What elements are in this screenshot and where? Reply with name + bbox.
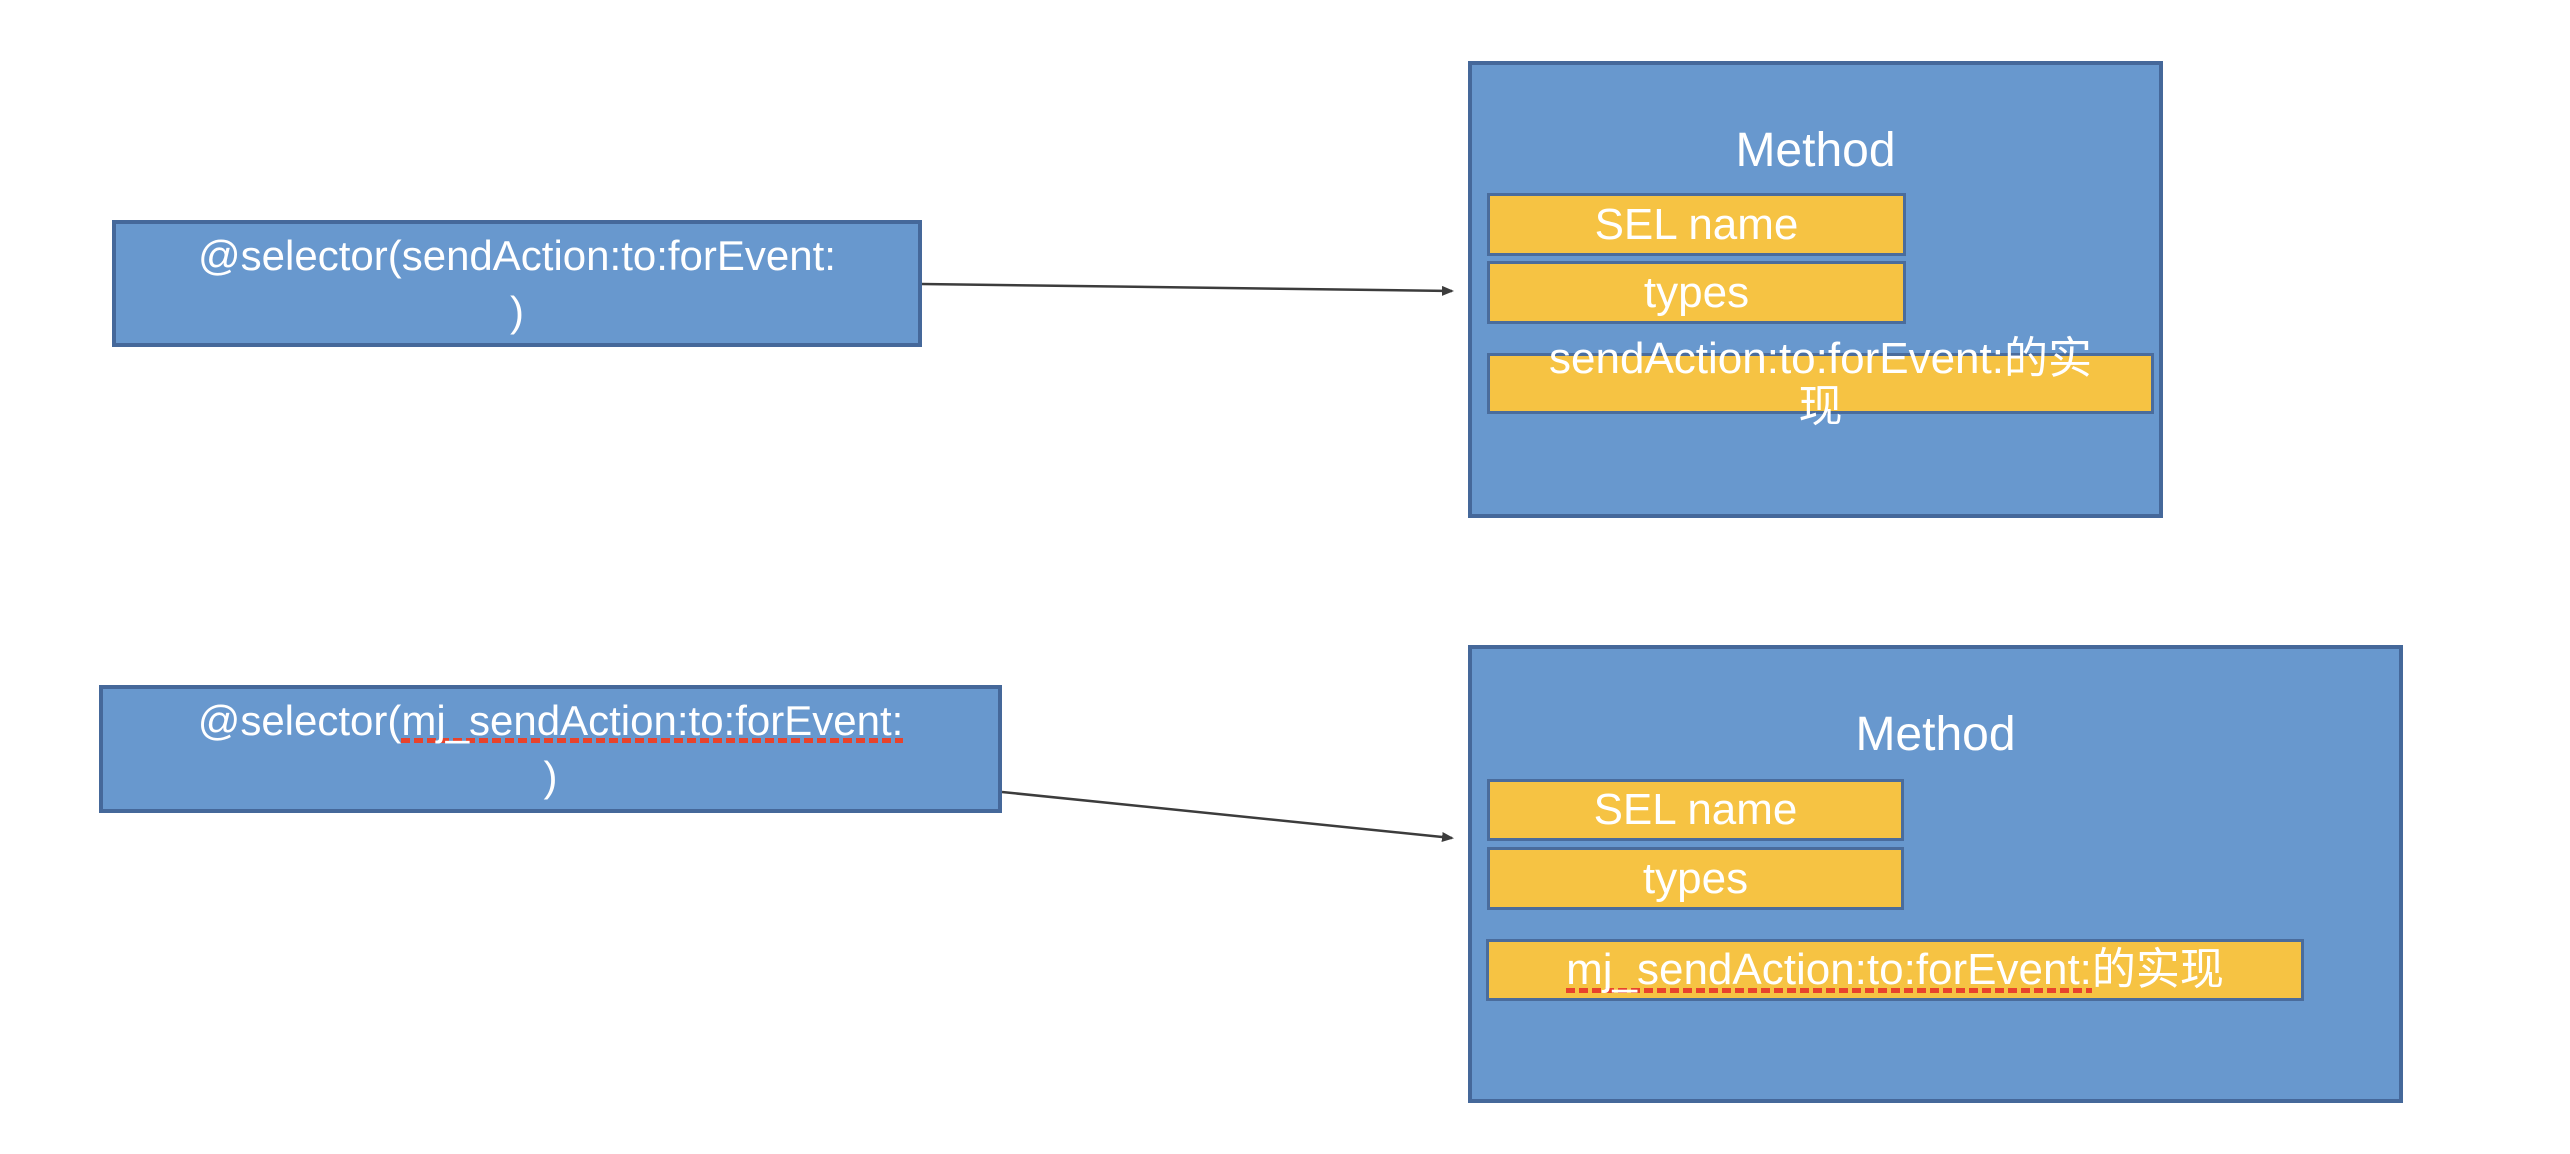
arrow-bottom-connector [1001,790,1454,842]
selector-bottom-prefix: @selector( [197,697,402,744]
method-top-impl-text: sendAction:to:forEvent:的实 现 [1487,335,2154,431]
method-bottom-impl-chip: mj_sendAction:to:forEvent:的实现 [1486,939,2304,1001]
method-top-types-label: types [1643,267,1750,317]
selector-top-line1: @selector(sendAction:to:forEvent: [198,231,836,279]
method-top-impl-line1: sendAction:to:forEvent:的实 [1549,334,2092,383]
method-bottom-impl-misspelled-text: mj_sendAction:to:forEvent: [1566,945,2092,996]
method-bottom-sel-name-chip: SEL name [1487,779,1904,841]
method-bottom-title: Method [1855,708,2016,761]
selector-bottom-box: @selector(mj_sendAction:to:forEvent: ) [99,685,1002,813]
arrow-top-connector [921,282,1454,296]
method-bottom-box: Method SEL name types mj_sendAction:to:f… [1468,645,2403,1103]
selector-top-line2: ) [510,287,524,335]
method-top-impl-line2: 现 [1798,382,1843,431]
selector-bottom-line1: @selector(mj_sendAction:to:forEvent: [103,693,998,749]
selector-bottom-misspelled-text: mj_sendAction:to:forEvent: [401,697,904,746]
selector-bottom-line2: ) [543,753,558,800]
method-bottom-types-label: types [1642,853,1749,903]
method-bottom-sel-name-label: SEL name [1593,785,1798,834]
selector-top-box: @selector(sendAction:to:forEvent: ) [112,220,922,347]
method-top-sel-name-chip: SEL name [1487,193,1906,256]
method-top-impl-chip [1487,353,2154,414]
method-top-title: Method [1735,124,1896,177]
method-top-sel-name-label: SEL name [1594,199,1799,249]
method-top-types-chip: types [1487,261,1906,324]
method-bottom-impl-rest: 的实现 [2091,945,2224,994]
method-bottom-types-chip: types [1487,847,1904,910]
method-bottom-impl-text: mj_sendAction:to:forEvent:的实现 [1566,942,2224,998]
method-top-box: Method SEL name types sendAction:to:forE… [1468,61,2163,518]
